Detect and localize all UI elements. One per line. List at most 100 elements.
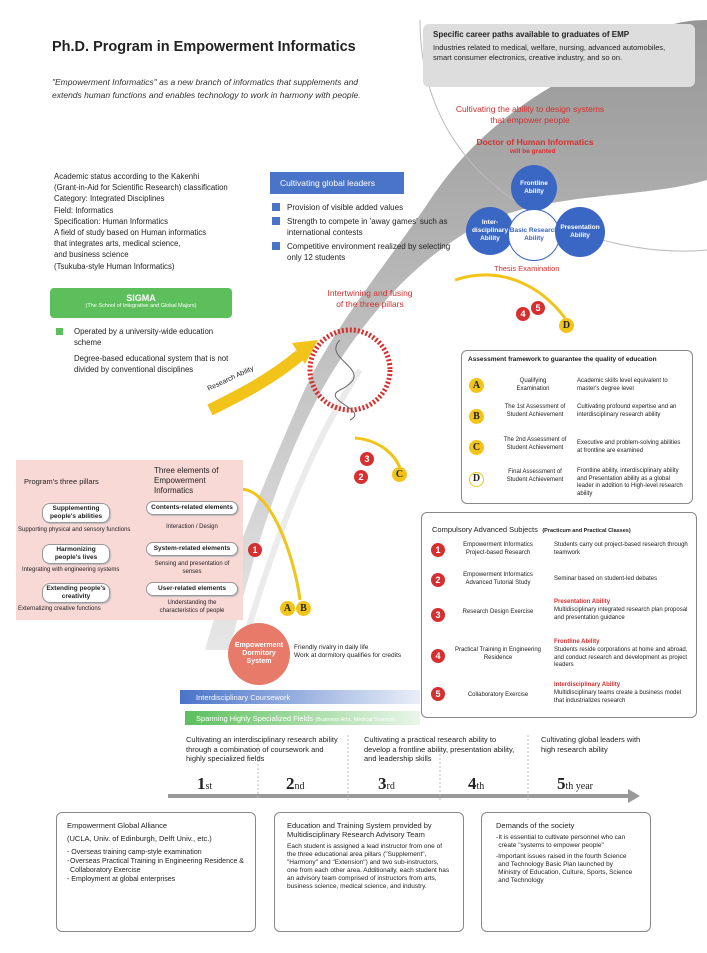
compulsory-name: Research Design Exercise [462,609,534,615]
element-sub: Sensing and presentation of senses [154,561,230,575]
assessment-row: D Final Assessment of Student Achievemen… [467,466,689,500]
assessment-row: B The 1st Assessment of Student Achievem… [467,403,689,433]
spanning-label: Spanning Highly Specialized Fields (Busi… [196,714,395,723]
year-label-1: 1st [197,774,213,793]
pillar-sub: Integrating with engineering systems [22,567,120,573]
compulsory-desc: Multidisciplinary integrated research pl… [554,607,688,621]
assessment-desc: Academic skills level equivalent to mast… [577,378,668,392]
assessment-box: Assessment framework to guarantee the qu… [461,350,693,504]
badge-D: D [559,318,574,333]
page-title: Ph.D. Program in Empowerment Informatics [52,39,356,55]
academic-line: Academic status according to the Kakenhi [54,172,200,181]
academic-line: (Tsukuba-style Human Informatics) [54,261,175,271]
compulsory-row: 4 Practical Training in Engineering Resi… [426,637,692,675]
compulsory-title: Compulsory Advanced Subjects [432,525,538,534]
academic-line: and business science [54,250,129,260]
interdisciplinary-ability-bubble: Inter-disciplinary Ability [466,207,514,255]
spanning-sub: (Business Arts, Medical Science) [315,717,396,723]
careers-box: Specific career paths available to gradu… [423,24,695,87]
academic-line: Specification: Human Informatics [54,216,168,226]
academic-line: that integrates arts, medical science, [54,239,181,249]
academic-line: (Grant-in-Aid for Scientific Research) c… [54,183,228,193]
global-leaders-item: Competitive environment realized by sele… [287,242,451,262]
year-label-3: 3rd [378,774,395,793]
assessment-desc: Cultivating profound expertise and an in… [577,404,677,418]
pillar-supplement-button: Supplementing people's abilities [42,503,110,523]
badge-2: 2 [354,470,368,484]
timeline-goal: Cultivating global leaders with high res… [541,735,641,754]
assessment-name: The 1st Assessment of Student Achievemen… [504,404,566,418]
academic-line: A field of study based on Human informat… [54,228,207,238]
education-text: Each student is assigned a lead instruct… [287,843,450,890]
spanning-bar [185,711,420,725]
compulsory-ability: Interdisciplinary Ability [554,682,621,688]
badge-4: 4 [516,307,530,321]
element-system-button: System-related elements [146,542,238,556]
goal-line2: that empower people [490,115,570,125]
compulsory-box: Compulsory Advanced Subjects (Practicum … [421,512,697,718]
careers-text: Industries related to medical, welfare, … [433,43,666,62]
global-leaders-list: Provision of visible added values Streng… [272,202,452,263]
global-leaders-header: Cultivating global leaders [270,172,404,194]
interdisciplinary-coursework-label: Interdisciplinary Coursework [196,693,291,702]
assessment-title: Assessment framework to guarantee the qu… [468,356,657,363]
timeline-goal: Cultivating an interdisciplinary researc… [186,735,338,763]
education-title: Education and Training System provided b… [287,821,432,839]
global-leaders-item: Provision of visible added values [287,203,404,212]
alliance-item: Overseas training camp-style examination [71,849,202,856]
assessment-desc: Frontline ability, interdisciplinary abi… [577,468,683,497]
compulsory-desc: Students carry out project-based researc… [554,542,688,556]
square-bullet-icon [272,242,280,250]
letter-d-icon: D [469,472,484,487]
society-box: Demands of the society - It is essential… [481,812,651,932]
intertwining-label-2: of the three pillars [336,299,404,309]
compulsory-desc: Multidisciplinary teams create a busines… [554,690,682,704]
assessment-name: Final Assessment of Student Achievement [506,469,564,483]
compulsory-name: Empowerment Informatics Advanced Tutoria… [463,572,533,586]
careers-title: Specific career paths available to gradu… [433,30,630,39]
dormitory-line1: Friendly rivalry in daily life [294,644,369,651]
assessment-row: A Qualifying Examination Academic skills… [467,374,689,402]
dormitory-line2: Work at dormitory qualifies for credits [294,652,402,659]
compulsory-row: 2 Empowerment Informatics Advanced Tutor… [426,567,692,595]
compulsory-name: Empowerment Informatics Project-based Re… [463,542,533,556]
compulsory-ability: Frontline Ability [554,639,600,645]
interdisciplinary-bar [180,690,420,704]
number-badge: 3 [431,608,445,622]
compulsory-row: 5 Collaboratory Exercise Interdisciplina… [426,678,692,716]
research-ability-arrow [207,350,304,416]
sigma-banner: SIGMA (The School of Integrative and Glo… [50,288,232,318]
intertwining-label-1: Intertwining and fusing [327,288,413,298]
assessment-row: C The 2nd Assessment of Student Achievem… [467,434,689,464]
sigma-subtitle: (The School of Integrative and Global Ma… [85,303,197,309]
intro-text: "Empowerment Informatics" as a new branc… [52,77,361,100]
assessment-desc: Executive and problem-solving abilities … [577,440,681,454]
alliance-item: Employment at global enterprises [71,876,176,883]
dormitory-bubble: Empowerment Dormitory System [228,623,290,685]
presentation-ability-bubble: Presentation Ability [555,207,605,257]
year-label-4: 4th [468,774,485,793]
degree-title: Doctor of Human Informatics [476,137,594,147]
sigma-title: SIGMA [126,293,156,303]
compulsory-row: 1 Empowerment Informatics Project-based … [426,536,692,566]
compulsory-desc: Seminar based on student-led debates [554,576,658,582]
number-badge: 5 [431,687,445,701]
element-user-button: User-related elements [146,582,238,596]
sigma-item: Degree-based educational system that is … [74,354,229,374]
sigma-item: Operated by a university-wide education … [74,327,214,347]
education-box: Education and Training System provided b… [274,812,464,932]
alliance-item: Overseas Practical Training in Engineeri… [70,858,244,874]
spanning-main: Spanning Highly Specialized Fields [196,714,314,723]
alliance-sub: (UCLA, Univ. of Edinburgh, Delft Univ., … [67,834,212,843]
compulsory-desc: Students reside corporations at home and… [554,647,688,668]
elements-title: Three elements of Empowerment Informatic… [154,466,219,495]
pillar-sub: Supporting physical and sensory function… [18,527,131,533]
academic-line: Category: Integrated Disciplines [54,194,165,204]
pillar-sub: Externalizing creative functions [18,606,101,612]
number-badge: 4 [431,649,445,663]
assessment-name: Qualifying Examination [516,378,550,392]
sigma-items: Operated by a university-wide education … [56,326,236,375]
academic-status: Academic status according to the Kakenhi… [54,171,284,272]
growth-curve [205,20,707,650]
